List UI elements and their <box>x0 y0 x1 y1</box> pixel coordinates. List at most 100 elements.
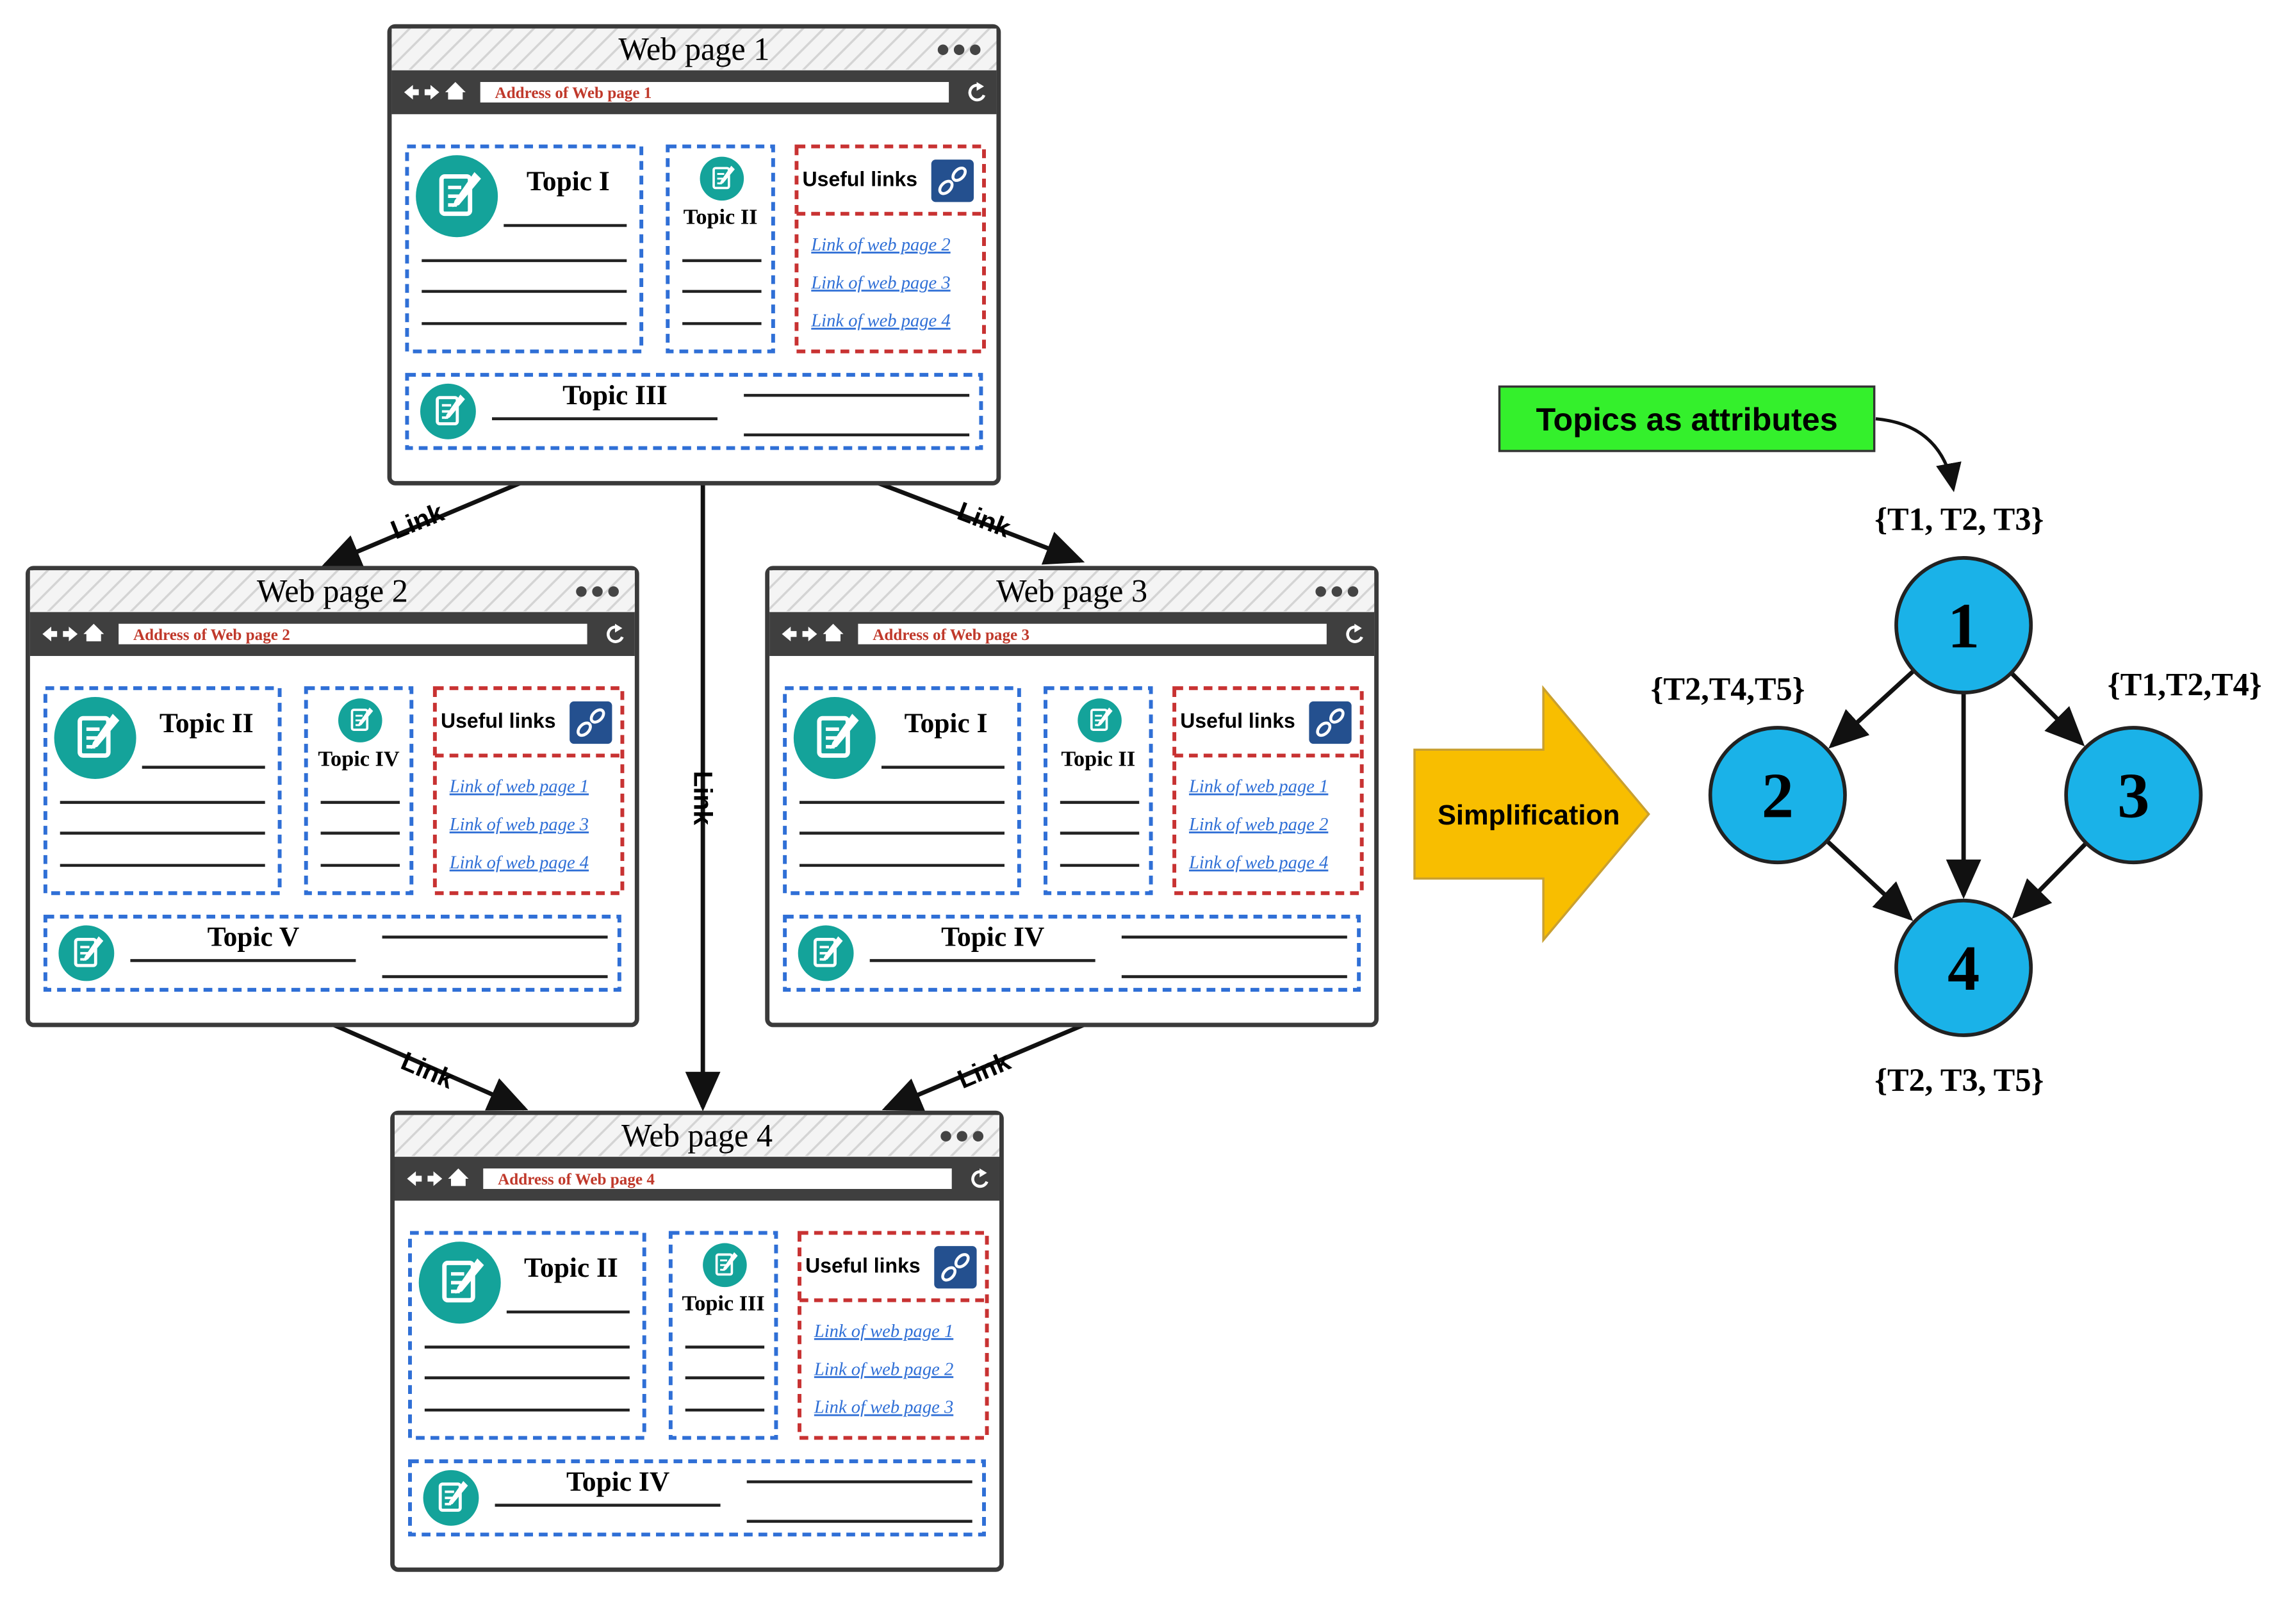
topic-main-title: Topic I <box>527 166 610 197</box>
menu-dot-icon[interactable] <box>576 586 587 597</box>
topic-main-title: Topic II <box>160 708 254 739</box>
window-frame <box>387 24 1001 486</box>
menu-dot-icon[interactable] <box>1347 586 1359 597</box>
link-to-page[interactable]: Link of web page 2 <box>814 1359 953 1379</box>
useful-links-title: Useful links <box>441 709 556 732</box>
topic-block-bottom <box>405 373 983 450</box>
forward-icon[interactable] <box>424 85 439 100</box>
link-label: Link <box>397 1046 459 1094</box>
address-text: Address of Web page 1 <box>495 85 652 102</box>
link-arrow-1-3 <box>878 481 1085 565</box>
address-bar[interactable] <box>119 623 587 644</box>
useful-links-block <box>432 686 625 896</box>
useful-links-title: Useful links <box>803 167 918 190</box>
home-icon[interactable] <box>448 1168 469 1186</box>
topic-block-bottom <box>408 1459 986 1537</box>
address-text: Address of Web page 3 <box>873 627 1029 644</box>
graph-node-id: 4 <box>1948 932 1980 1004</box>
attributes-callout: Topics as attributes <box>1498 385 1962 493</box>
link-to-page[interactable]: Link of web page 1 <box>814 1322 953 1341</box>
link-to-page[interactable]: Link of web page 1 <box>449 777 589 797</box>
address-text: Address of Web page 2 <box>133 627 290 644</box>
menu-dot-icon[interactable] <box>940 1131 951 1142</box>
reload-icon[interactable] <box>1346 625 1363 643</box>
web-page-window: Web page 1 Address of Web page 1 Topic I To… <box>387 24 1001 486</box>
topic-side-title: Topic II <box>1061 746 1135 771</box>
link-to-page[interactable]: Link of web page 3 <box>810 273 950 293</box>
page-title: Web page 3 <box>996 573 1147 609</box>
reload-icon[interactable] <box>968 83 986 102</box>
chain-link-icon <box>934 1246 977 1289</box>
address-text: Address of Web page 4 <box>498 1171 655 1188</box>
topic-block-bottom <box>783 914 1361 992</box>
link-to-page[interactable]: Link of web page 4 <box>449 853 589 873</box>
link-to-page[interactable]: Link of web page 1 <box>1188 777 1328 797</box>
graph-node-attributes: {T1,T2,T4} <box>2108 667 2262 703</box>
page-title: Web page 1 <box>618 31 769 67</box>
chain-link-icon <box>570 701 612 744</box>
simplification-label: Simplification <box>1438 800 1620 831</box>
link-to-page[interactable]: Link of web page 2 <box>810 235 950 255</box>
link-to-page[interactable]: Link of web page 3 <box>449 815 589 835</box>
topic-block-side <box>666 144 775 354</box>
attributes-pointer <box>1875 417 1962 493</box>
forward-icon[interactable] <box>63 627 78 642</box>
menu-dot-icon[interactable] <box>956 1131 967 1142</box>
back-icon[interactable] <box>782 627 797 642</box>
topic-block-main <box>783 686 1021 896</box>
web-page-window: Web page 2 Address of Web page 2 Topic II T… <box>25 566 639 1028</box>
back-icon[interactable] <box>404 85 419 100</box>
forward-icon[interactable] <box>427 1171 443 1186</box>
back-icon[interactable] <box>407 1171 422 1186</box>
topic-main-title: Topic I <box>905 708 988 739</box>
graph-node-id: 3 <box>2117 759 2149 831</box>
page-title: Web page 4 <box>621 1118 773 1154</box>
link-to-page[interactable]: Link of web page 2 <box>1188 815 1328 835</box>
menu-dot-icon[interactable] <box>1315 586 1326 597</box>
link-to-page[interactable]: Link of web page 3 <box>814 1398 953 1418</box>
menu-dot-icon[interactable] <box>1331 586 1343 597</box>
graph-node-attributes: {T2, T3, T5} <box>1874 1062 2044 1098</box>
back-icon[interactable] <box>42 627 58 642</box>
window-frame <box>390 1110 1004 1572</box>
useful-links-title: Useful links <box>805 1254 921 1277</box>
forward-icon[interactable] <box>802 627 817 642</box>
menu-dot-icon[interactable] <box>937 44 949 55</box>
reload-icon[interactable] <box>607 625 624 643</box>
home-icon[interactable] <box>823 623 844 642</box>
link-to-page[interactable]: Link of web page 4 <box>1188 853 1328 873</box>
title-bar <box>29 570 635 612</box>
address-bar[interactable] <box>858 623 1327 644</box>
menu-dot-icon[interactable] <box>970 44 981 55</box>
graph-node-4 <box>1894 898 2033 1037</box>
address-bar[interactable] <box>483 1168 952 1189</box>
graph-node-attributes: {T2,T4,T5} <box>1651 671 1805 707</box>
web-page-window: Web page 4 Address of Web page 4 Topic II T… <box>390 1110 1004 1572</box>
menu-dot-icon[interactable] <box>953 44 965 55</box>
graph-edge-1-2 <box>1828 669 1915 749</box>
topic-main-title: Topic II <box>524 1252 618 1283</box>
topic-side-title: Topic II <box>684 205 758 229</box>
topic-side-title: Topic IV <box>318 746 400 771</box>
reload-icon[interactable] <box>971 1170 988 1188</box>
graph-node-id: 1 <box>1948 589 1980 661</box>
topic-side-title: Topic III <box>682 1291 765 1316</box>
menu-dot-icon[interactable] <box>972 1131 984 1142</box>
link-to-page[interactable]: Link of web page 4 <box>810 311 950 331</box>
link-arrow-1-2 <box>321 481 521 568</box>
link-arrow-3-4 <box>882 1022 1085 1111</box>
graph-edge-2-4 <box>1825 839 1914 921</box>
address-bar[interactable] <box>480 81 949 102</box>
useful-links-block <box>798 1231 989 1440</box>
page-title: Web page 2 <box>257 573 408 609</box>
home-icon[interactable] <box>83 623 104 642</box>
topic-bottom-title: Topic IV <box>941 922 1044 953</box>
menu-dot-icon[interactable] <box>608 586 619 597</box>
topic-block-side <box>668 1231 778 1440</box>
home-icon[interactable] <box>445 81 466 100</box>
graph-node-attributes: {T1, T2, T3} <box>1874 501 2044 537</box>
attributes-box-label: Topics as attributes <box>1536 401 1838 438</box>
menu-dot-icon[interactable] <box>592 586 603 597</box>
